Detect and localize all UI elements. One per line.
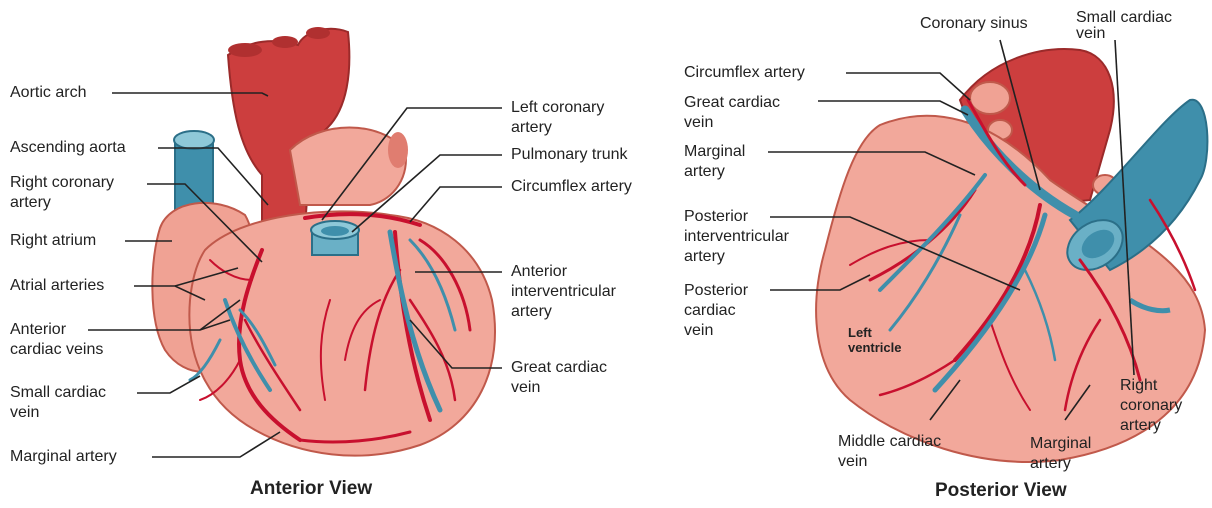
label-circumflex-artery: Circumflex artery — [511, 177, 632, 197]
label-middle-cardiac-vein: Middle cardiac vein — [838, 432, 941, 472]
label-left-coronary-artery: Left coronary artery — [511, 98, 604, 138]
label-anterior-interventricular-artery: Anterior interventricular artery — [511, 262, 616, 322]
label-great-cardiac-vein: Great cardiac vein — [511, 358, 607, 398]
svc-opening — [174, 131, 214, 149]
label-ascending-aorta: Ascending aorta — [10, 138, 126, 158]
label-posterior-cardiac-vein: Posterior cardiac vein — [684, 281, 748, 341]
label-aortic-arch: Aortic arch — [10, 83, 86, 103]
label-small-cardiac-vein: Small cardiac vein — [10, 383, 106, 423]
label-small-cardiac-vein-posterior: Small cardiac vein — [1076, 10, 1172, 42]
label-left-ventricle: Left ventricle — [848, 325, 901, 355]
label-marginal-artery-bottom: Marginal artery — [1030, 434, 1091, 474]
label-anterior-cardiac-veins: Anterior cardiac veins — [10, 320, 103, 360]
label-great-cardiac-vein-posterior: Great cardiac vein — [684, 93, 780, 133]
label-right-coronary-artery-posterior: Right coronary artery — [1120, 376, 1182, 436]
anterior-heart — [152, 27, 495, 456]
label-right-atrium: Right atrium — [10, 231, 96, 251]
label-posterior-interventricular-artery: Posterior interventricular artery — [684, 207, 789, 267]
title-anterior-view: Anterior View — [250, 478, 372, 500]
label-circumflex-artery-posterior: Circumflex artery — [684, 63, 805, 83]
label-atrial-arteries: Atrial arteries — [10, 276, 104, 296]
label-right-coronary-artery: Right coronary artery — [10, 173, 114, 213]
label-coronary-sinus: Coronary sinus — [920, 14, 1028, 34]
label-pulmonary-trunk: Pulmonary trunk — [511, 145, 628, 165]
title-posterior-view: Posterior View — [935, 480, 1067, 502]
label-marginal-artery-posterior: Marginal artery — [684, 142, 745, 182]
label-marginal-artery: Marginal artery — [10, 447, 117, 467]
